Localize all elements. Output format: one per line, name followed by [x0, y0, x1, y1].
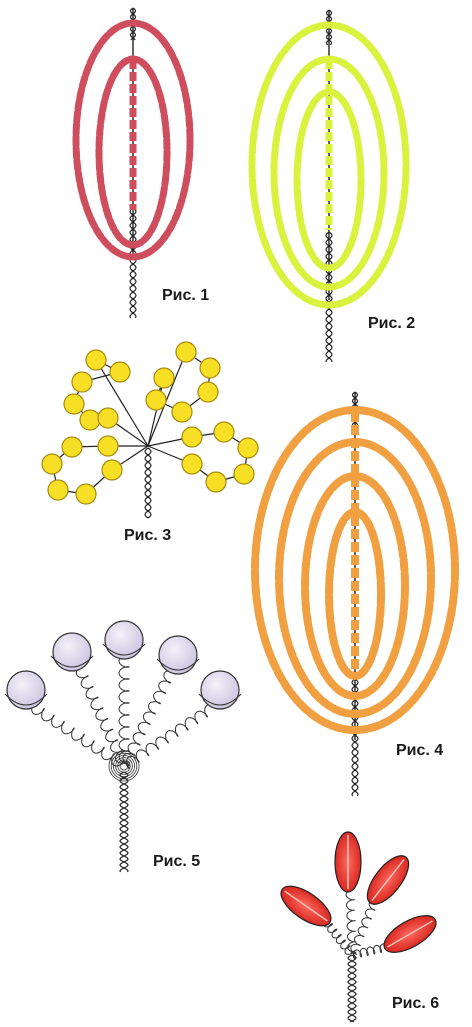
- figure-5-hub-ring-1: [119, 761, 129, 771]
- figure-5-bead-2: [52, 632, 92, 672]
- figure-3-bead-1-5: [79, 409, 101, 431]
- figure-5-hub-ring-4: [113, 755, 136, 778]
- figure-5-beads: [4, 620, 242, 710]
- figure-5-bead-1: [6, 670, 46, 710]
- figure-6-petal-vein-4: [387, 920, 433, 948]
- figure-6-petal-vein-2: [371, 859, 405, 901]
- figure-3-bead-1-2: [109, 361, 131, 383]
- figure-2-wire-twist-strand-a: [325, 231, 333, 362]
- figure-6-coil-3: [322, 920, 355, 955]
- figure-5-coil-1: [31, 706, 125, 767]
- figure-5-bead-wire-1: [4, 693, 48, 706]
- figure-3-bead-2-5: [145, 389, 167, 411]
- figure-5-coil-3: [118, 655, 131, 764]
- figure-2: Рис. 2: [248, 9, 415, 362]
- figure-5-hub-ring-5: [110, 752, 138, 780]
- figure-2-middle-bead-loop: [270, 55, 388, 291]
- figure-5-spiral-wires: [31, 655, 215, 873]
- figure-3-bead-1-1: [85, 349, 107, 371]
- figure-6-petal-1: [334, 831, 362, 893]
- figure-3-bead-2-2: [199, 357, 221, 379]
- figure-3-bead-3-4: [47, 479, 69, 501]
- figure-2-outer-bead-loop: [248, 21, 410, 309]
- figure-6-stem-strand-b: [347, 954, 357, 1023]
- figure-3-bead-2-4: [171, 401, 193, 423]
- figure-5-bead-4: [158, 635, 198, 675]
- figure-3-bead-3-6: [101, 459, 123, 481]
- figure-5-hub-ring-3: [115, 757, 133, 775]
- figure-6-coil-1: [345, 889, 358, 954]
- figure-4: Рис. 4: [251, 391, 459, 797]
- figure-5-bead-3: [104, 620, 144, 660]
- figure-6-petal-3: [280, 885, 332, 927]
- figure-6-spiral-wires: [322, 889, 395, 1023]
- figure-5-coil-5: [125, 704, 215, 770]
- figure-4-label: Рис. 4: [396, 742, 443, 759]
- figure-4-loop-1: [251, 406, 459, 734]
- figure-5-coil-4: [122, 670, 172, 767]
- figure-6-petal-vein-3: [284, 890, 328, 922]
- figure-1-label: Рис. 1: [162, 287, 209, 304]
- figure-3-bead-4-5: [205, 471, 227, 493]
- figure-3-bead-4-6: [181, 453, 203, 475]
- figure-2-wire-twist-strand-b: [325, 231, 333, 362]
- figure-3-bead-3-5: [75, 483, 97, 505]
- figure-6: Рис. 6: [280, 831, 439, 1023]
- figure-5: Рис. 5: [4, 620, 242, 873]
- figure-3-bead-4-2: [213, 421, 235, 443]
- figure-3: Рис. 3: [41, 341, 259, 544]
- figure-4-loop-3: [301, 472, 409, 700]
- figure-3-bead-1-4: [63, 393, 85, 415]
- figure-3-label: Рис. 3: [124, 527, 171, 544]
- figure-5-bead-wire-5: [198, 693, 242, 706]
- figure-5-bead-wire-3: [102, 643, 146, 656]
- figure-6-petal-2: [366, 855, 410, 905]
- figure-5-bead-wire-2: [50, 655, 94, 668]
- figure-6-petal-4: [383, 915, 437, 953]
- figure-3-bead-4-1: [181, 426, 203, 448]
- figure-3-bead-1-6: [97, 407, 119, 429]
- figure-3-bead-3-3: [41, 453, 63, 475]
- figure-5-stem-strand-b: [119, 771, 129, 873]
- figure-5-stem-strand-a: [119, 771, 129, 873]
- figure-3-stem-strand-b: [144, 447, 152, 519]
- figure-1-wire-twist-strand-b: [129, 207, 137, 319]
- figure-3-bead-3-2: [61, 436, 83, 458]
- figure-3-bead-3-1: [97, 435, 119, 457]
- figure-3-bead-4-3: [237, 437, 259, 459]
- figure-1-inner-bead-loop: [95, 55, 171, 249]
- figure-1-wire-twist-strand-a: [129, 207, 137, 319]
- figure-6-petals: [280, 831, 437, 953]
- figure-3-bead-2-6: [153, 367, 175, 389]
- figure-3-bead-1-3: [71, 371, 93, 393]
- figure-6-stem-strand-a: [347, 954, 357, 1023]
- figure-5-hub-ring-6: [108, 750, 140, 782]
- figure-6-coil-2: [350, 899, 376, 955]
- figure-3-bead-2-3: [197, 381, 219, 403]
- figure-5-bead-wire-4: [156, 658, 200, 671]
- figure-3-beads: [41, 341, 259, 505]
- figure-6-label: Рис. 6: [392, 995, 439, 1012]
- figure-1-outer-bead-loop: [72, 19, 194, 261]
- figure-2-label: Рис. 2: [368, 315, 415, 332]
- figure-5-label: Рис. 5: [153, 853, 200, 870]
- figure-1: Рис. 1: [72, 7, 209, 319]
- figure-3-bead-2-1: [175, 341, 197, 363]
- figure-5-bead-5: [200, 670, 240, 710]
- figure-3-bead-4-4: [233, 463, 255, 485]
